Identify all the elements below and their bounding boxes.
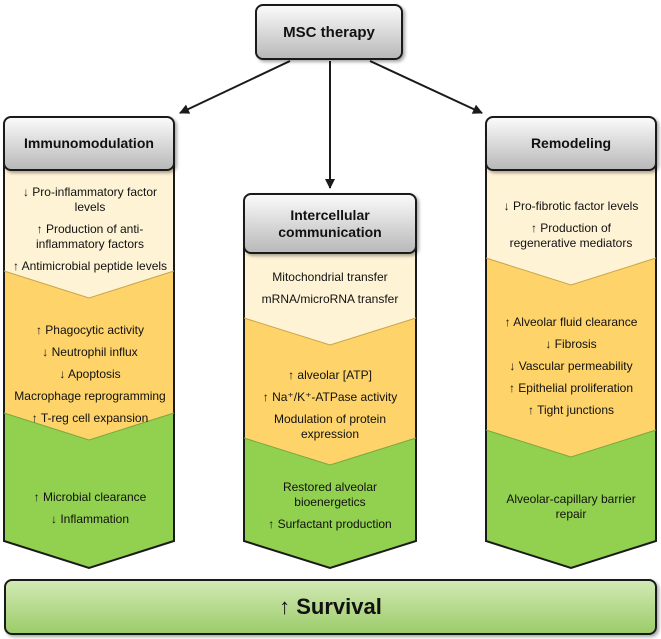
msc-therapy-label: MSC therapy xyxy=(283,23,375,41)
intercellular-communication-section-1: Mitochondrial transfer mRNA/microRNA tra… xyxy=(250,270,410,314)
immunomodulation-section-1: ↓ Pro-inflammatory factor levels ↑ Produ… xyxy=(10,185,170,281)
list-item: Modulation of protein expression xyxy=(273,412,387,441)
survival-bar: ↑ Survival xyxy=(4,579,657,635)
band-intercellular-communication-3 xyxy=(244,438,416,568)
msc-therapy-box: MSC therapy xyxy=(255,4,403,60)
list-item: ↑ Tight junctions xyxy=(527,403,615,417)
list-item: ↑ Surfactant production xyxy=(268,517,392,531)
divider-remodeling-1 xyxy=(485,257,657,286)
list-item: ↑ Phagocytic activity xyxy=(35,323,145,337)
list-item: ↓ Neutrophil influx xyxy=(42,345,138,359)
list-item: Restored alveolar bioenergetics xyxy=(282,480,378,509)
list-item: ↑ Production of anti-inflammatory factor… xyxy=(35,222,145,251)
list-item: ↓ Vascular permeability xyxy=(509,359,633,373)
arrow-to-immunomodulation xyxy=(179,60,291,114)
band-immunomodulation-3 xyxy=(4,413,174,568)
intercellular-communication-header: Intercellular communication xyxy=(243,193,417,254)
list-item: Macrophage reprogramming xyxy=(14,389,166,403)
divider-intercellular-communication-2 xyxy=(243,437,417,466)
divider-immunomodulation-1 xyxy=(3,270,175,299)
list-item: ↑ Production of regenerative mediators xyxy=(509,221,633,250)
list-item: ↑ Alveolar fluid clearance xyxy=(504,315,638,329)
intercellular-communication-section-3: Restored alveolar bioenergetics ↑ Surfac… xyxy=(250,480,410,539)
list-item: mRNA/microRNA transfer xyxy=(261,292,399,306)
band-intercellular-communication-2 xyxy=(244,318,416,465)
list-item: Mitochondrial transfer xyxy=(272,270,388,284)
immunomodulation-section-3: ↑ Microbial clearance ↓ Inflammation xyxy=(10,490,170,534)
list-item: ↑ alveolar [ATP] xyxy=(288,368,372,382)
band-immunomodulation-1 xyxy=(4,160,174,298)
intercellular-communication-title: Intercellular communication xyxy=(278,206,382,240)
remodeling-header: Remodeling xyxy=(485,116,657,171)
list-item: ↓ Pro-fibrotic factor levels xyxy=(503,199,639,213)
divider-immunomodulation-2 xyxy=(3,412,175,441)
intercellular-communication-section-2: ↑ alveolar [ATP] ↑ Na⁺/K⁺-ATPase activit… xyxy=(250,368,410,449)
remodeling-section-3: Alveolar-capillary barrier repair xyxy=(490,492,652,529)
list-item: ↑ T-reg cell expansion xyxy=(31,411,149,425)
survival-label: ↑ Survival xyxy=(279,594,382,619)
list-item: ↓ Pro-inflammatory factor levels xyxy=(22,185,158,214)
band-intercellular-communication-1 xyxy=(244,244,416,345)
list-item: ↑ Na⁺/K⁺-ATPase activity xyxy=(262,390,398,404)
list-item: ↓ Fibrosis xyxy=(545,337,597,351)
immunomodulation-title: Immunomodulation xyxy=(24,135,154,151)
list-item: ↑ Microbial clearance xyxy=(33,490,147,504)
list-item: ↑ Epithelial proliferation xyxy=(508,381,634,395)
immunomodulation-section-2: ↑ Phagocytic activity ↓ Neutrophil influ… xyxy=(10,323,170,433)
column-remodeling-bands xyxy=(485,159,657,570)
list-item: ↑ Antimicrobial peptide levels xyxy=(12,259,168,273)
column-intercellular-communication-bands xyxy=(243,243,417,570)
divider-remodeling-2 xyxy=(485,429,657,458)
list-item: ↓ Apoptosis xyxy=(59,367,121,381)
remodeling-section-2: ↑ Alveolar fluid clearance ↓ Fibrosis ↓ … xyxy=(490,315,652,425)
arrow-to-remodeling xyxy=(369,60,483,114)
band-remodeling-1 xyxy=(486,160,656,285)
remodeling-title: Remodeling xyxy=(530,135,612,151)
band-remodeling-3 xyxy=(486,430,656,568)
list-item: ↓ Inflammation xyxy=(50,512,130,526)
band-immunomodulation-2 xyxy=(4,271,174,440)
divider-intercellular-communication-1 xyxy=(243,317,417,346)
immunomodulation-header: Immunomodulation xyxy=(3,116,175,171)
band-remodeling-2 xyxy=(486,258,656,457)
list-item: Alveolar-capillary barrier repair xyxy=(506,492,636,521)
column-immunomodulation-bands xyxy=(3,159,175,570)
remodeling-section-1: ↓ Pro-fibrotic factor levels ↑ Productio… xyxy=(490,199,652,258)
